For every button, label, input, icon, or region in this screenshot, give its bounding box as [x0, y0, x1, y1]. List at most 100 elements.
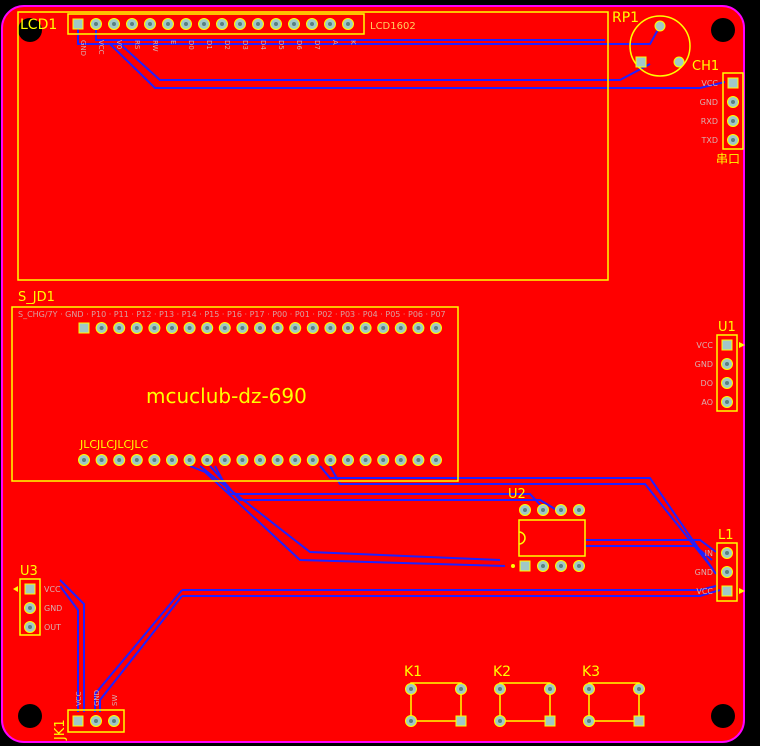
- lcd-pin-11-drill: [256, 22, 260, 26]
- u3-pin-label: VCC: [44, 585, 61, 594]
- u1-pin-label: GND: [695, 360, 713, 369]
- key-outline: [410, 682, 462, 722]
- key-outline: [499, 682, 551, 722]
- u1-pin-label: AO: [701, 398, 713, 407]
- lcd-pin-label: D1: [205, 40, 213, 50]
- sjd1-bottom-pin-drill: [240, 458, 245, 462]
- sjd1-top-pin-drill: [310, 326, 315, 330]
- u3-designator: U3: [20, 564, 38, 579]
- u1-pin-4-drill: [725, 400, 729, 404]
- u2-pin-6-drill: [559, 508, 563, 512]
- key-pad-3-drill: [409, 719, 413, 723]
- u3-pin-3-drill: [28, 625, 32, 629]
- mounting-holes: [18, 18, 735, 728]
- key-3[interactable]: K3: [582, 664, 645, 727]
- sjd1-top-pin-drill: [275, 326, 280, 330]
- u3-pin-2-drill: [28, 606, 32, 610]
- sjd1-top-pin-drill: [152, 326, 157, 330]
- l1-pin-label: GND: [695, 568, 713, 577]
- lcd-pin-15-drill: [328, 22, 332, 26]
- ch1-pin-label: GND: [700, 98, 718, 107]
- rp1-pad-1: [635, 56, 647, 68]
- jk1-pin-label: GND: [93, 690, 101, 706]
- sjd1-bottom-pin-drill: [346, 458, 350, 462]
- lcd-pin-16-drill: [346, 22, 350, 26]
- rp1-potentiometer: RP1: [612, 10, 691, 77]
- l1-pin-1-drill: [725, 551, 729, 555]
- u2-pin-5-drill: [577, 508, 581, 512]
- u3-pin-label: OUT: [44, 623, 61, 632]
- u1-designator: U1: [718, 320, 736, 335]
- sjd1-pins-bottom: [78, 454, 442, 466]
- sjd1-top-pin-drill: [187, 326, 192, 330]
- lcd-pin-label: D5: [277, 40, 285, 50]
- sjd1-bottom-pin-drill: [293, 458, 298, 462]
- lcd-pin-label: GND: [79, 40, 87, 56]
- lcd-pin-8-drill: [202, 22, 206, 26]
- lcd-designator: LCD1: [20, 17, 57, 33]
- sjd1-bottom-pin-drill: [99, 458, 104, 462]
- lcd-outline: [17, 11, 609, 281]
- ch1-pin-label: TXD: [700, 136, 718, 145]
- u2-pin-8-drill: [523, 508, 527, 512]
- lcd-pin-label: D7: [313, 40, 321, 50]
- u2-dip8: U2: [508, 487, 586, 572]
- key-pad-3-drill: [498, 719, 502, 723]
- u2-pin-7-drill: [541, 508, 545, 512]
- u3-pins: VCC GND OUT: [13, 583, 62, 633]
- lcd-pin-label: E: [169, 40, 177, 44]
- lcd-pin-label: K: [349, 40, 357, 45]
- jk1-pin-1: [72, 715, 84, 727]
- u2-pin1-dot: [511, 564, 515, 568]
- lcd-pin-14-drill: [310, 22, 314, 26]
- key-2[interactable]: K2: [493, 664, 556, 727]
- u3-pin-label: GND: [44, 604, 62, 613]
- sjd1-bottom-pin-drill: [363, 458, 368, 462]
- lcd-pin-10-drill: [238, 22, 242, 26]
- ch1-pin-3-drill: [731, 119, 735, 123]
- u2-pin-3-drill: [559, 564, 563, 568]
- jk1-pin-2-drill: [94, 719, 98, 723]
- jk1-outline: [67, 709, 125, 733]
- sjd1-top-pin-drill: [240, 326, 245, 330]
- lcd-pin-label: VCC: [97, 40, 105, 55]
- ch1-pin-2-drill: [731, 100, 735, 104]
- sjd1-bottom-pin-drill: [416, 458, 421, 462]
- key-pad-3-drill: [587, 719, 591, 723]
- ch1-pin-label: VCC: [701, 79, 718, 88]
- ch1-pin-1: [727, 77, 739, 89]
- sjd1-bottom-pin-drill: [258, 458, 262, 462]
- sjd1-top-pin-drill: [346, 326, 350, 330]
- key-1[interactable]: K1: [404, 664, 467, 727]
- lcd-pin-6-drill: [166, 22, 170, 26]
- sjd1-top-pin-drill: [434, 326, 438, 330]
- ch1-pin-4-drill: [731, 138, 735, 142]
- sjd1-top-pin: [78, 322, 90, 334]
- sjd1-bottom-pin-drill: [134, 458, 139, 462]
- key-outline: [588, 682, 640, 722]
- sjd1-top-pin-drill: [222, 326, 227, 330]
- sjd1-bottom-pin-drill: [434, 458, 438, 462]
- lcd-pin-label: D3: [241, 40, 249, 50]
- u2-outline: [518, 519, 586, 557]
- sjd1-top-labels: S_CHG/7Y · GND · P10 · P11 · P12 · P13 ·…: [18, 310, 446, 319]
- lcd-pin-label: D2: [223, 40, 231, 50]
- mounting-hole-top-left: [18, 18, 42, 42]
- l1-outline: [716, 542, 738, 602]
- key-pad-4: [633, 715, 645, 727]
- sjd1-top-pin-drill: [381, 326, 386, 330]
- l1-designator: L1: [718, 528, 734, 543]
- u3-pin1-arrow: [13, 586, 18, 592]
- u2-notch: [518, 531, 526, 545]
- sjd1-top-pin-drill: [134, 326, 139, 330]
- sjd1-top-pin-drill: [363, 326, 368, 330]
- u1-pin-2-drill: [725, 362, 729, 366]
- sjd1-bottom-pin-drill: [187, 458, 192, 462]
